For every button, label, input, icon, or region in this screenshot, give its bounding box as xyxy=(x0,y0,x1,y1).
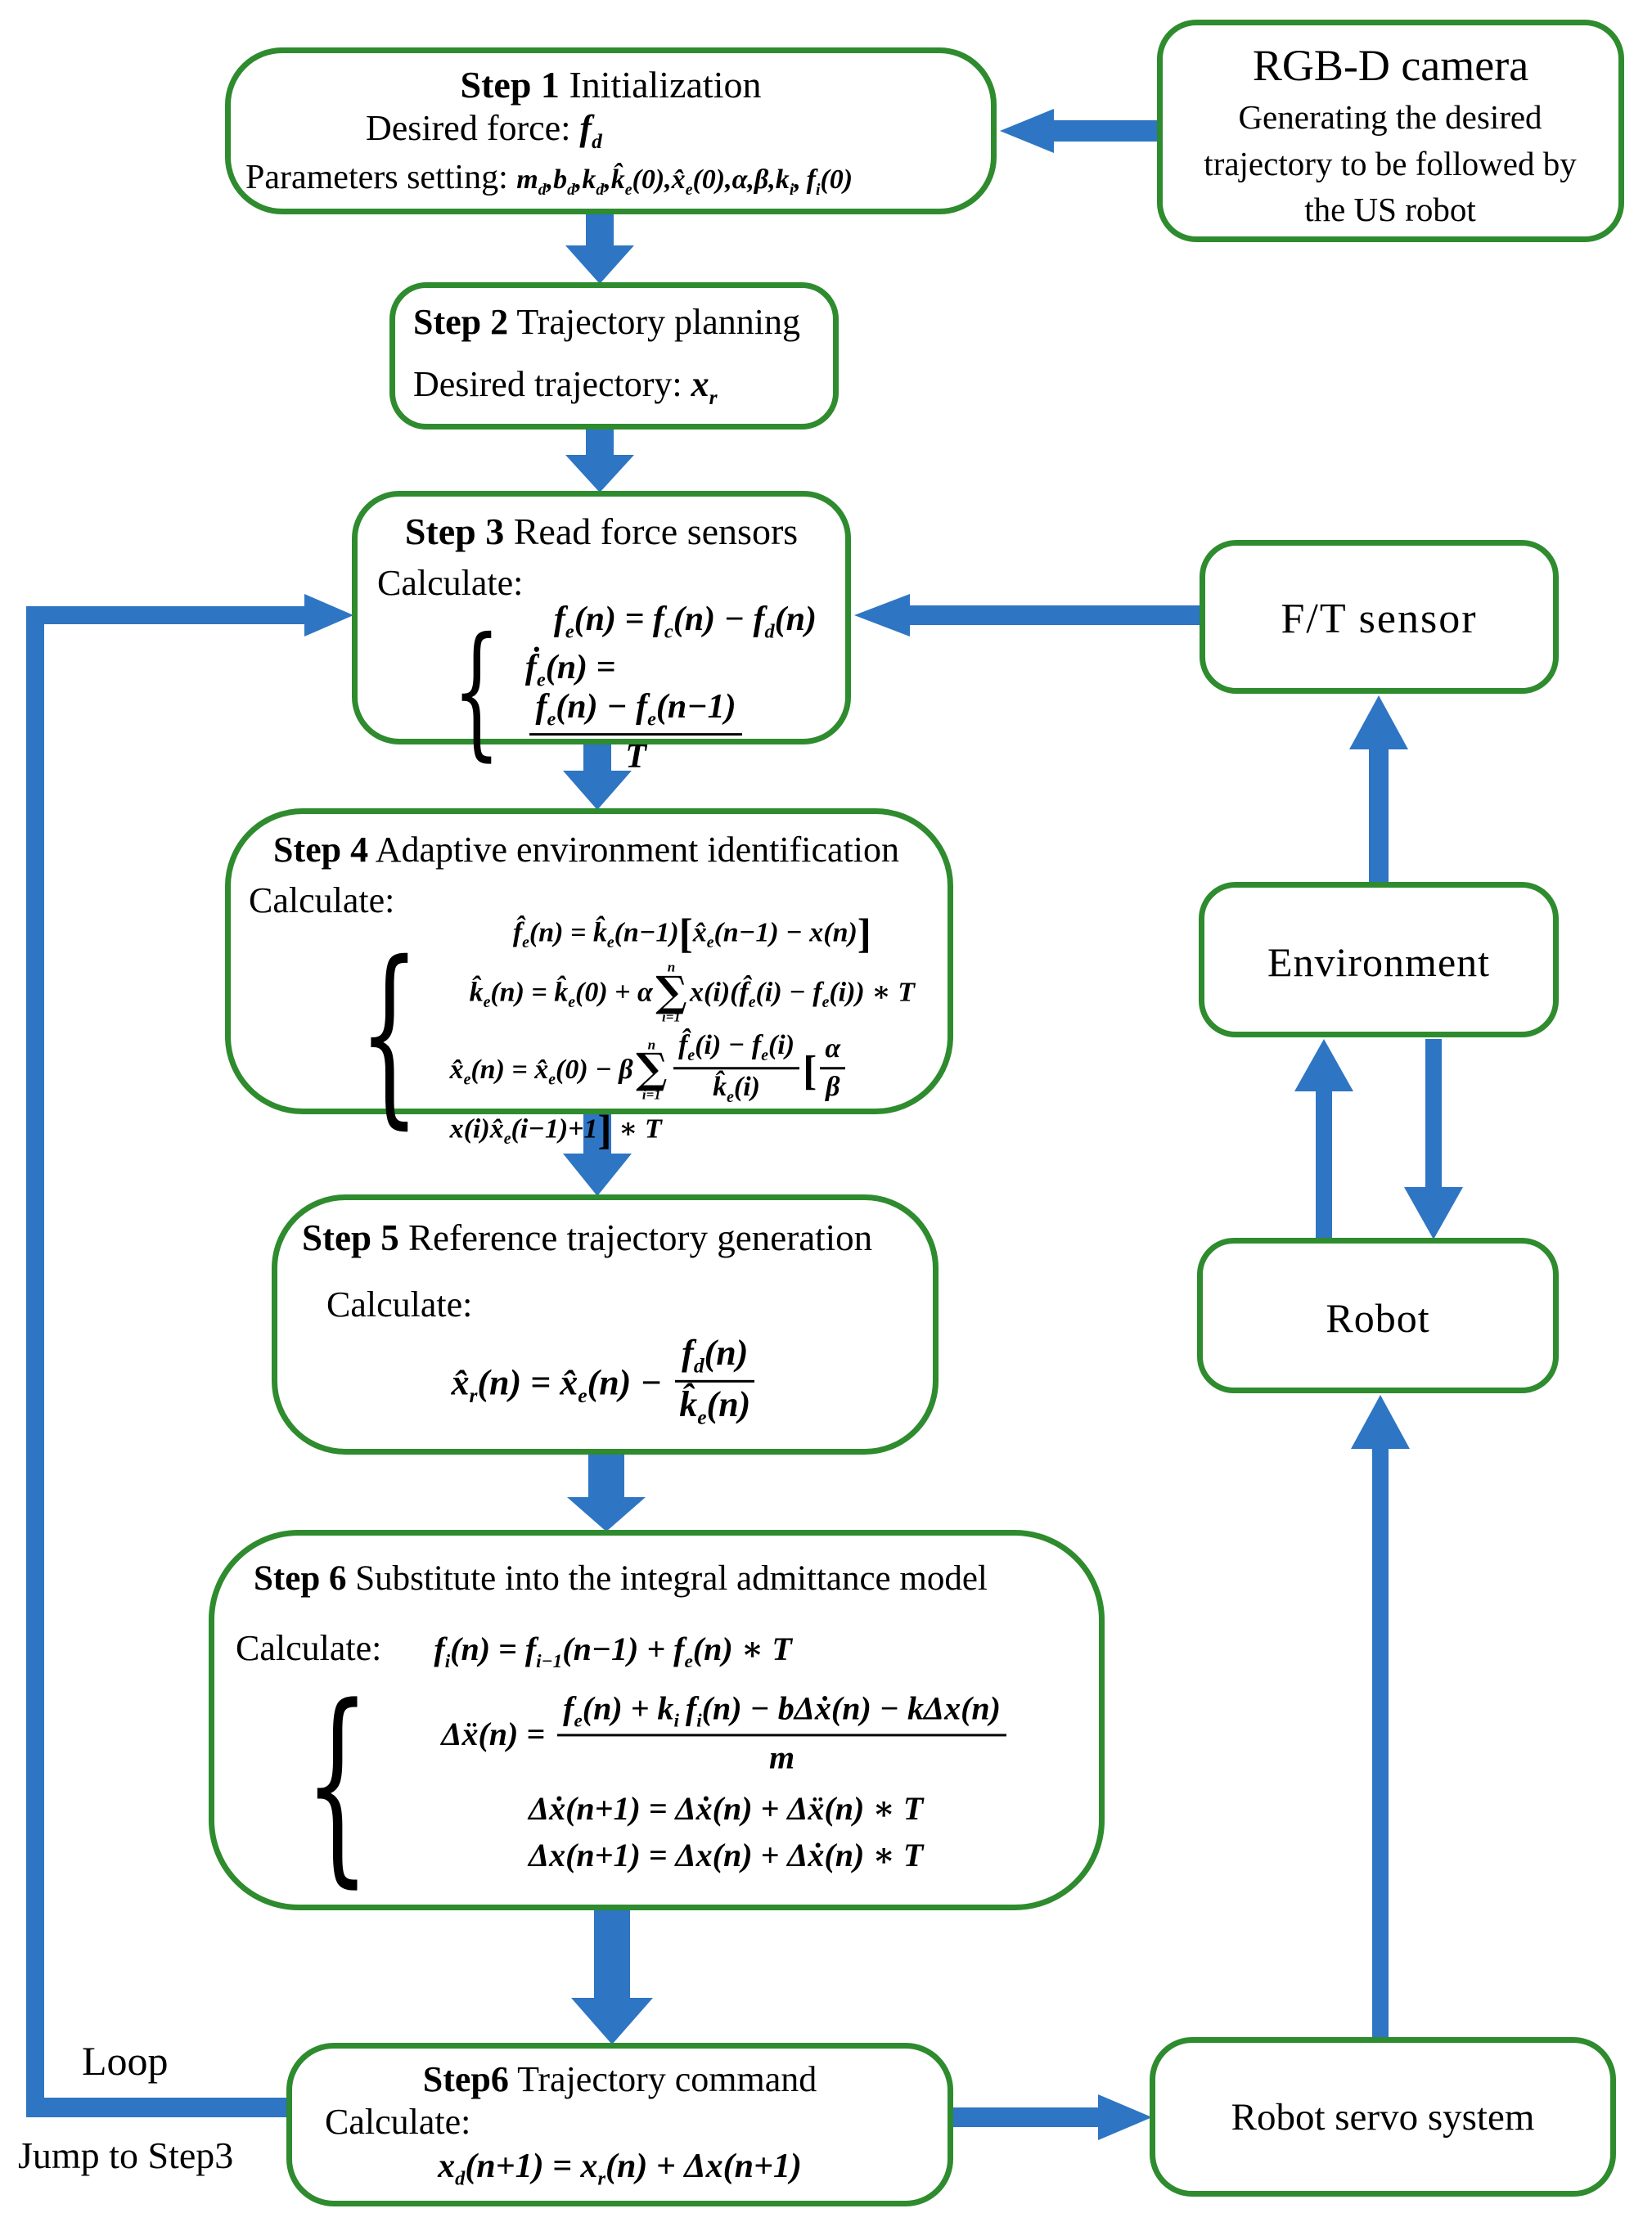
step4-formula-block: { f̂e(n) = k̂e(n−1)[x̂e(n−1) − x(n)] k̂e… xyxy=(329,914,934,1152)
arrow-environment-to-ft-sensor xyxy=(1349,695,1408,882)
arrow-environment-to-robot xyxy=(1404,1039,1463,1239)
trajectory-command-box: Step6 Trajectory command Calculate: xd(n… xyxy=(286,2043,953,2206)
trajectory-command-calculate-label: Calculate: xyxy=(325,2102,471,2142)
arrow-step6-to-trajectory-command xyxy=(571,1910,653,2044)
step5-formula-1: x̂r(n) = x̂e(n) − fd(n)k̂e(n) xyxy=(277,1333,933,1435)
arrow-step4-to-step5 xyxy=(563,1114,632,1196)
rgbd-camera-box: RGB-D camera Generating the desired traj… xyxy=(1157,20,1624,242)
step3-calculate-label: Calculate: xyxy=(377,563,524,603)
robot-servo-system-label: Robot servo system xyxy=(1231,2096,1535,2139)
arrow-step1-to-step2 xyxy=(565,214,634,284)
step1-parameters: Parameters setting: md,bd,kd,k̂e(0),x̂e(… xyxy=(245,159,853,199)
arrow-trajectory-command-to-servo xyxy=(953,2094,1152,2140)
step6-formula-1: Δẍ(n) = fe(n) + ki fi(n) − bΔẋ(n) − kΔx(… xyxy=(441,1690,1011,1780)
step5-title: Step 5 Reference trajectory generation xyxy=(302,1217,873,1258)
step6-formula-2: Δẋ(n+1) = Δẋ(n) + Δẍ(n) ∗ T xyxy=(529,1789,924,1827)
step4-title: Step 4 Adaptive environment identificati… xyxy=(273,830,899,870)
step6-box: Step 6 Substitute into the integral admi… xyxy=(209,1530,1105,1910)
robot-label: Robot xyxy=(1326,1295,1430,1341)
loop-label: Loop xyxy=(82,2038,169,2084)
step6-formula-block: { Δẍ(n) = fe(n) + ki fi(n) − bΔẋ(n) − kΔ… xyxy=(272,1662,1049,1906)
step3-title: Step 3 Read force sensors xyxy=(404,511,799,552)
arrow-step2-to-step3 xyxy=(565,430,634,493)
rgbd-camera-title: RGB-D camera xyxy=(1252,41,1529,90)
step4-calculate-label: Calculate: xyxy=(249,880,395,920)
step4-box: Step 4 Adaptive environment identificati… xyxy=(225,808,953,1152)
step1-desired-force: Desired force: fd xyxy=(366,108,602,153)
step3-box: Step 3 Read force sensors Calculate: { f… xyxy=(352,491,851,776)
step6-formula-3: Δx(n+1) = Δx(n) + Δẋ(n) ∗ T xyxy=(529,1836,924,1873)
arrow-servo-to-robot xyxy=(1351,1395,1410,2037)
step5-box: Step 5 Reference trajectory generation C… xyxy=(272,1194,939,1455)
arrow-robot-to-environment xyxy=(1294,1039,1353,1238)
step4-brace: { xyxy=(358,920,420,1146)
step4-formula-1: f̂e(n) = k̂e(n−1)[x̂e(n−1) − x(n)] xyxy=(512,911,871,957)
environment-box: Environment xyxy=(1199,882,1559,1037)
step6-calc-formula: fi(n) = fi−1(n−1) + fe(n) ∗ T xyxy=(434,1631,792,1672)
ft-sensor-label: F/T sensor xyxy=(1281,596,1478,642)
step6-title: Step 6 Substitute into the integral admi… xyxy=(254,1559,988,1598)
trajectory-command-title: Step6 Trajectory command xyxy=(422,2059,817,2099)
step2-box: Step 2 Trajectory planning Desired traje… xyxy=(389,282,839,430)
arrow-rgbd-to-step1 xyxy=(1000,109,1157,153)
arrow-ft-sensor-to-step3 xyxy=(854,594,1200,636)
trajectory-command-formula: xd(n+1) = xr(n) + Δx(n+1) xyxy=(438,2148,802,2190)
arrow-step3-to-step4 xyxy=(563,744,632,810)
arrow-step5-to-step6 xyxy=(567,1455,646,1532)
step3-brace: { xyxy=(452,606,501,776)
step6-calculate-label: Calculate: xyxy=(236,1628,382,1668)
jump-to-step3-label: Jump to Step3 xyxy=(18,2134,234,2176)
step2-title: Step 2 Trajectory planning xyxy=(413,302,800,342)
step5-calculate-label: Calculate: xyxy=(326,1284,473,1325)
robot-box: Robot xyxy=(1197,1238,1559,1393)
step1-box: Step 1 Initialization Desired force: fd … xyxy=(225,47,997,214)
step3-formula-2: ḟe(n) = fe(n) − fe(n−1)T xyxy=(525,648,845,781)
step6-calculate-row: Calculate: fi(n) = fi−1(n−1) + fe(n) ∗ T xyxy=(236,1627,792,1673)
step3-formula-block: { fe(n) = fc(n) − fd(n) ḟe(n) = fe(n) − … xyxy=(433,600,845,782)
step3-formula-1: fe(n) = fc(n) − fd(n) xyxy=(553,600,817,643)
ft-sensor-box: F/T sensor xyxy=(1200,540,1559,694)
step2-desired-trajectory: Desired trajectory: xr xyxy=(413,364,718,409)
step1-title: Step 1 Initialization xyxy=(460,64,762,106)
rgbd-camera-subtitle: Generating the desired trajectory to be … xyxy=(1204,98,1577,229)
step6-brace: { xyxy=(304,1662,371,1906)
environment-label: Environment xyxy=(1267,939,1491,985)
robot-servo-system-box: Robot servo system xyxy=(1150,2037,1616,2197)
